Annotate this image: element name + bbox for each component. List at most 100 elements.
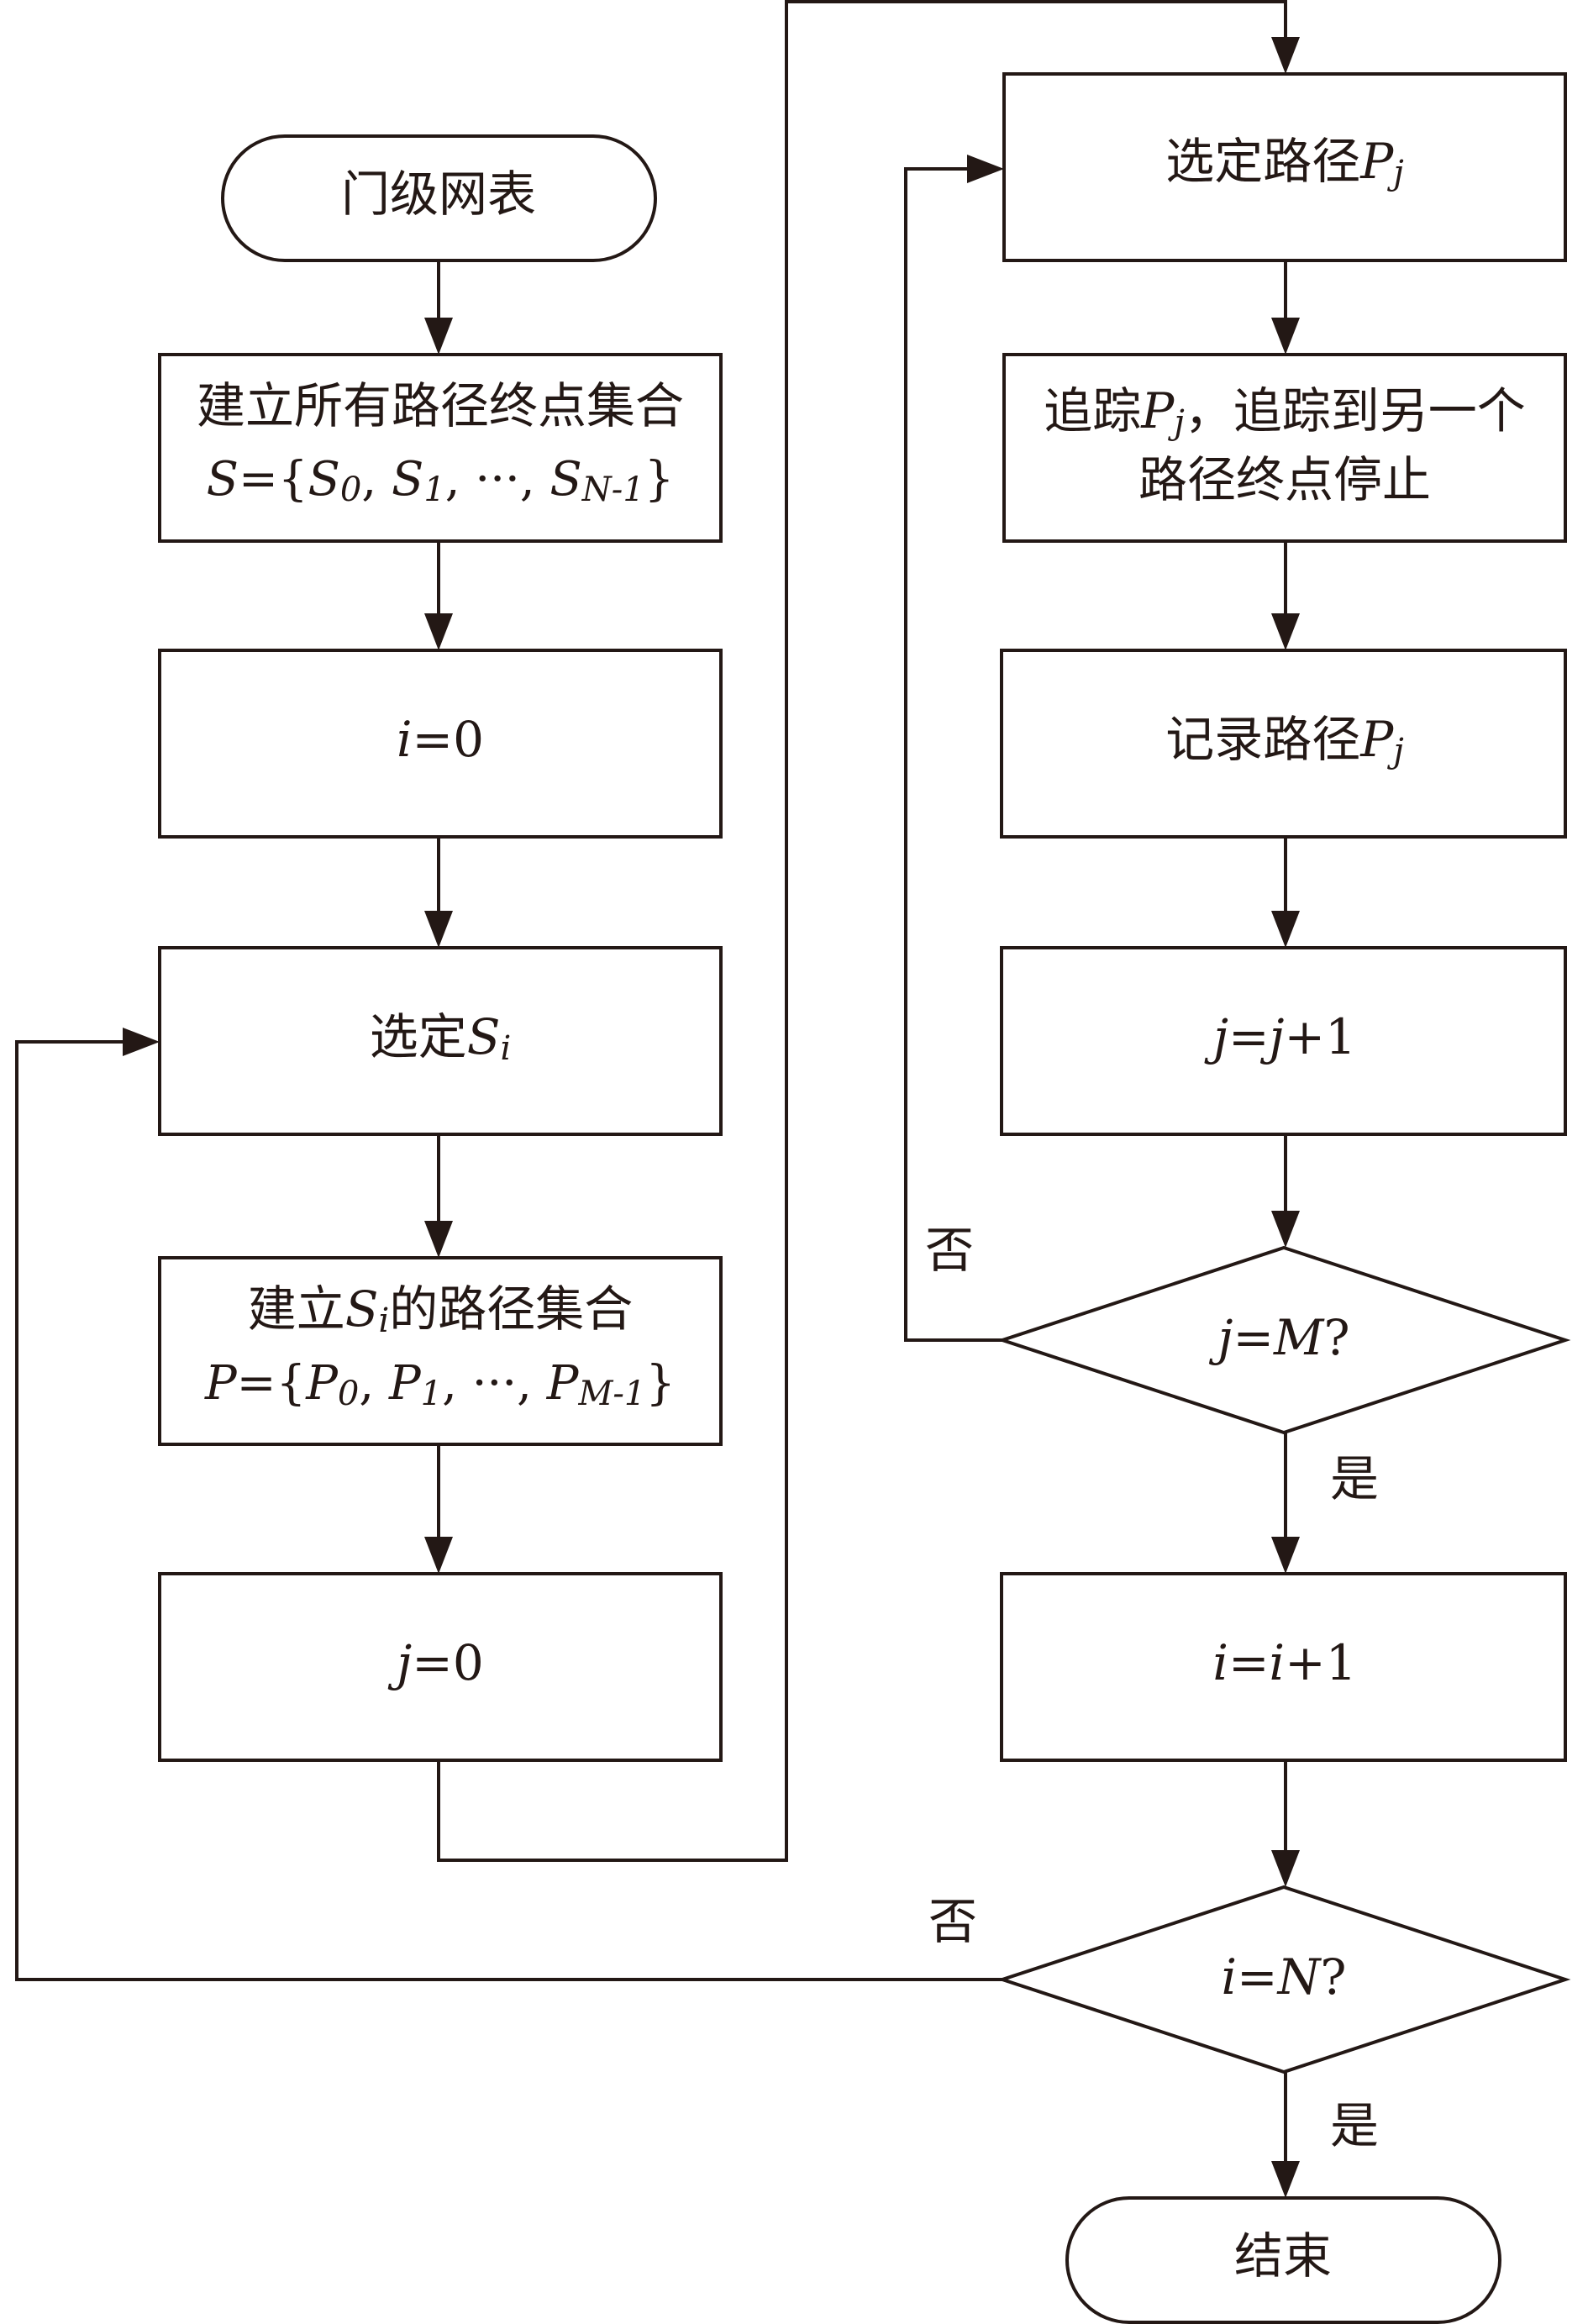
arrowhead-start-to-build [424,318,453,355]
check-i-no-label: 否 [928,1893,977,1950]
set-element: S [392,452,423,507]
arrowhead-init-i-to-select-s [424,911,453,948]
math-variable: P [1359,711,1394,768]
arrowhead-select-p-to-trace [1271,318,1300,355]
math-symbol: 0 [453,711,484,768]
edge-check-i-no [15,1040,1002,1981]
math-variable: P [204,1356,238,1411]
arrowhead-init-j-to-select-p [1271,37,1300,74]
init-i-label: i=0 [397,711,484,768]
subscript: i [500,1029,511,1068]
check-j-yes-label: 是 [1330,1450,1379,1507]
build-paths-box [158,1256,723,1446]
math-symbol: = [1228,1634,1270,1691]
trace-box [1002,353,1567,543]
select-p-label: 选定路径Pj​ [1165,133,1403,192]
math-symbol: ? [1323,1309,1349,1366]
edge-init-j-to-select-p [437,0,1287,1862]
init-j-box [158,1572,723,1762]
math-symbol: = [413,711,454,768]
select-p-box [1002,72,1567,262]
text-part: 追踪 [1044,382,1141,439]
select-s-box [158,946,723,1136]
select-s-label: 选定Si​ [370,1008,512,1068]
math-symbol: = [1233,1309,1274,1366]
closing-brace: } [645,1356,676,1411]
separator: , [361,452,392,507]
build-paths-line1: 建立Si​的路径集合 [248,1280,634,1340]
arrowhead-check-j-no [967,155,1004,183]
set-element: S [308,452,340,507]
init-j-label: j=0 [387,1634,484,1691]
record-label: 记录路径Pj​ [1165,711,1403,770]
subscript: N-1 [581,471,644,509]
math-symbol: + [1285,1008,1326,1065]
arrowhead-inc-j-to-check-j [1271,1211,1300,1248]
ellipsis: ··· [472,1356,517,1411]
math-symbol: + [1285,1634,1326,1691]
check-j-label: j=M? [1208,1309,1349,1366]
start-label: 门级网表 [341,166,536,223]
set-element: P [305,1356,339,1411]
subscript: 1 [421,1375,442,1413]
text-part: 记录路径 [1165,711,1360,768]
record-box [1000,649,1567,839]
end-label: 结束 [1234,2227,1332,2285]
separator: , [520,452,550,507]
math-symbol: 0 [453,1634,484,1691]
math-symbol: { [276,1356,307,1411]
math-variable: i [1212,1634,1228,1691]
text-part: ，追踪到另一个 [1185,382,1526,439]
init-i-box [158,649,723,839]
subscript: 0 [338,1375,359,1413]
math-variable: S [345,1280,379,1338]
inc-j-label: j=j+1 [1204,1008,1356,1065]
math-symbol: = [1228,1008,1270,1065]
math-variable: P [1359,133,1394,190]
inc-i-box [1000,1572,1567,1762]
check-j-no-label: 否 [925,1222,974,1279]
text-part: 选定 [370,1008,467,1065]
math-variable: N [1276,1948,1322,2006]
math-symbol: { [278,452,308,507]
check-i-yes-label: 是 [1330,2097,1379,2154]
closing-brace: } [644,452,675,507]
math-symbol: 1 [1325,1008,1356,1065]
math-variable: i [397,711,413,768]
math-variable: S [207,452,239,507]
set-element: P [388,1356,422,1411]
arrowhead-build-paths-to-init-j [424,1537,453,1574]
math-variable: M [1273,1309,1325,1366]
subscript: 0 [340,471,361,509]
arrowhead-trace-to-record [1271,613,1300,650]
text-part: 选定路径 [1165,133,1360,190]
arrowhead-check-i-yes [1271,2161,1300,2198]
ellipsis: ··· [475,452,519,507]
math-variable: i [1221,1948,1237,2006]
text-part: 的路径集合 [389,1280,633,1338]
arrowhead-build-to-init-i [424,613,453,650]
math-variable: i [1270,1634,1286,1691]
separator: , [359,1356,389,1411]
build-endpoints-box [158,353,723,543]
separator: , [442,1356,472,1411]
build-paths-formula: P={P0​, P1​, ···, PM-1​} [204,1356,676,1414]
math-symbol: = [1237,1948,1278,2006]
separator: , [517,1356,547,1411]
math-variable: S [467,1008,501,1065]
math-symbol: = [239,452,278,507]
subscript: M-1 [577,1375,645,1413]
subscript: 1 [423,471,444,509]
text-part: 建立 [248,1280,345,1338]
edge-check-j-no [904,167,1002,1342]
subscript: i [378,1301,389,1340]
set-element: P [546,1356,580,1411]
arrowhead-inc-i-to-check-i [1271,1850,1300,1887]
build-endpoints-line1: 建立所有路径终点集合 [197,377,684,434]
trace-line2: 路径终点停止 [1138,451,1431,508]
math-symbol: = [412,1634,453,1691]
arrowhead-record-to-inc-j [1271,911,1300,948]
math-variable: P [1140,382,1175,439]
set-element: S [549,452,581,507]
math-symbol: 1 [1326,1634,1357,1691]
